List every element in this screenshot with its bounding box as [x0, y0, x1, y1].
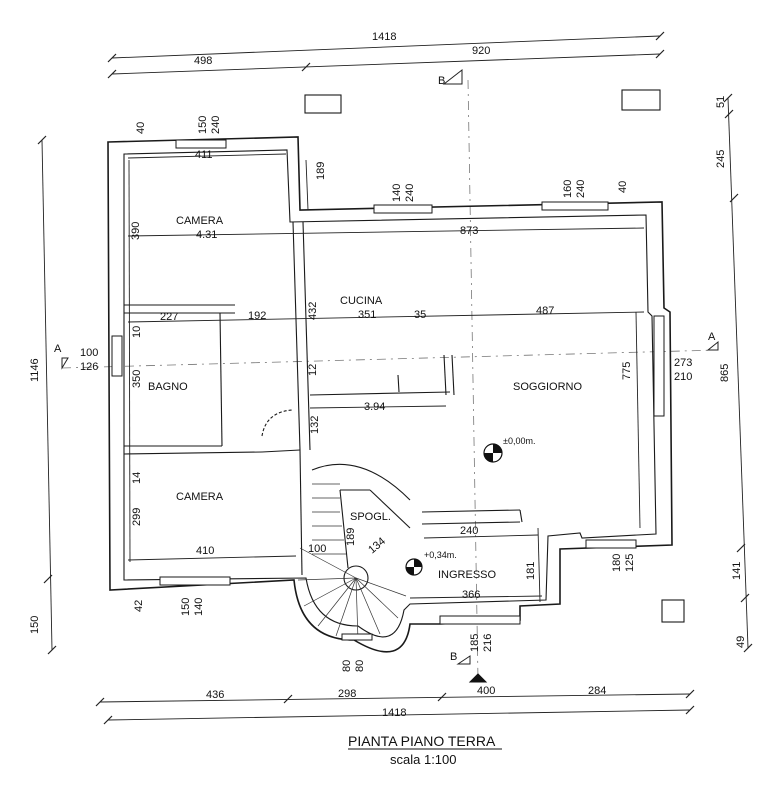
room-cucina: CUCINA: [340, 295, 383, 307]
dim-240a: 240: [210, 116, 222, 134]
room-ingresso: INGRESSO: [438, 569, 497, 581]
outside-marker-3: [661, 599, 685, 623]
dim-40a: 40: [135, 122, 147, 134]
dim-80a: 80: [341, 660, 353, 672]
dim-right-51: 51: [715, 96, 727, 108]
dim-132: 132: [309, 416, 321, 434]
interior-dimensions: [127, 153, 645, 603]
dim-bottom-b: 298: [338, 688, 356, 700]
level-markers: [405, 443, 503, 576]
dim-125: 125: [624, 554, 636, 572]
dim-189b: 189: [345, 528, 357, 546]
window-soggiorno-bottom: [585, 539, 637, 549]
window-camera-bottom: [159, 576, 231, 586]
room-camera-top: CAMERA: [176, 215, 224, 227]
dim-351: 351: [358, 309, 376, 321]
dim-bottom-400: 400: [477, 685, 495, 697]
window-camera-top: [175, 139, 227, 149]
exterior-markers: [304, 89, 685, 623]
dim-40b: 40: [617, 181, 629, 193]
dim-left-total: 1146: [29, 358, 41, 382]
room-soggiorno: SOGGIORNO: [513, 381, 583, 393]
dim-192: 192: [248, 310, 266, 322]
dim-299: 299: [131, 508, 143, 526]
dim-100a: 100: [80, 347, 98, 359]
dim-775: 775: [621, 362, 633, 380]
dim-210: 210: [674, 371, 692, 383]
dim-150a: 150: [197, 116, 209, 134]
level-main: ±0,00m.: [503, 436, 535, 446]
dim-134: 134: [366, 535, 388, 556]
section-a-right: A: [708, 331, 716, 343]
dim-right-141: 141: [731, 562, 743, 580]
dim-top-left: 498: [194, 55, 212, 67]
dim-227: 227: [160, 311, 178, 323]
dim-410: 410: [196, 545, 214, 557]
spiral-staircase: [297, 463, 411, 641]
dim-140a: 140: [391, 184, 403, 202]
dim-390: 390: [130, 222, 142, 240]
dim-240b: 240: [404, 184, 416, 202]
dim-273: 273: [674, 357, 692, 369]
dim-873: 873: [460, 225, 478, 237]
window-bagno: [111, 335, 123, 377]
room-bagno: BAGNO: [148, 381, 188, 393]
dim-411: 411: [195, 149, 213, 161]
section-b-bottom: B: [450, 651, 457, 663]
dim-366: 366: [462, 589, 480, 601]
outside-marker-2: [621, 89, 661, 111]
window-cucina-1: [373, 204, 433, 214]
room-camera-top-dim: 4.31: [196, 229, 217, 241]
dim-top-right: 920: [472, 45, 490, 57]
dim-14: 14: [131, 472, 143, 484]
dim-80b: 80: [354, 660, 366, 672]
dim-216: 216: [482, 634, 494, 652]
section-axes: [61, 68, 719, 683]
dim-140b: 140: [193, 598, 205, 616]
dim-42: 42: [133, 600, 145, 612]
dim-350: 350: [131, 370, 143, 388]
plan-title: PIANTA PIANO TERRA: [348, 733, 496, 749]
dim-240c: 240: [575, 180, 587, 198]
section-b-top: B: [438, 75, 445, 87]
dim-35: 35: [414, 309, 426, 321]
dim-150b: 150: [180, 598, 192, 616]
window-soggiorno-right: [653, 315, 665, 417]
plan-scale: scala 1:100: [390, 752, 457, 767]
window-cucina-2: [541, 201, 609, 211]
dim-top-total: 1418: [372, 31, 396, 43]
window-stair: [341, 633, 373, 641]
outside-marker-1: [304, 94, 342, 114]
dim-bottom-c: 284: [588, 685, 606, 697]
labels: 1418 498 920 436 298 284 400 1418 1146 1…: [29, 31, 747, 767]
dim-185: 185: [469, 634, 481, 652]
dim-10: 10: [131, 326, 143, 338]
overall-dimensions: [37, 31, 753, 725]
dim-180: 180: [611, 554, 623, 572]
dim-240d: 240: [460, 525, 478, 537]
section-a-left: A: [54, 343, 62, 355]
room-camera-bottom: CAMERA: [176, 491, 224, 503]
dim-126: 126: [80, 361, 98, 373]
dim-432: 432: [307, 302, 319, 320]
window-ingresso: [439, 615, 521, 625]
dim-487: 487: [536, 305, 554, 317]
dim-bottom-total: 1418: [382, 707, 406, 719]
dim-right-865: 865: [719, 364, 731, 382]
dim-right-245: 245: [715, 150, 727, 168]
dim-12: 12: [307, 364, 319, 376]
dim-394: 3.94: [364, 401, 385, 413]
dim-181: 181: [525, 562, 537, 580]
dim-189: 189: [315, 162, 327, 180]
level-entry: +0,34m.: [424, 550, 457, 560]
room-spogl: SPOGL.: [350, 511, 391, 523]
dim-left-150: 150: [29, 616, 41, 634]
dim-160: 160: [562, 180, 574, 198]
dim-right-49: 49: [735, 636, 747, 648]
dim-100b: 100: [308, 543, 326, 555]
windows: [111, 139, 665, 641]
dim-bottom-a: 436: [206, 689, 224, 701]
